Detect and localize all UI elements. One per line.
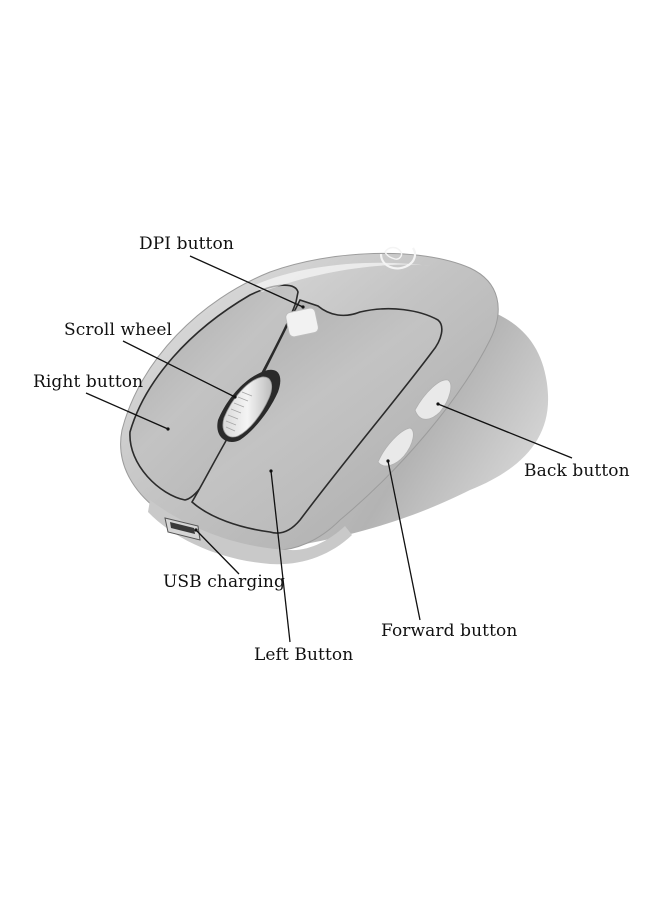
label-right-button: Right button xyxy=(33,372,144,392)
label-scroll-wheel: Scroll wheel xyxy=(64,320,173,340)
label-dpi-button: DPI button xyxy=(139,234,234,254)
scroll-wheel xyxy=(222,376,273,438)
moon-fox-logo xyxy=(379,246,417,270)
label-back-button: Back button xyxy=(524,461,630,481)
usb-port-opening xyxy=(170,522,195,534)
dpi-button xyxy=(285,307,319,338)
label-left-button: Left Button xyxy=(254,645,354,665)
scroll-wheel-ridges xyxy=(225,391,253,432)
label-usb-charging: USB charging xyxy=(163,572,285,592)
label-forward-button: Forward button xyxy=(381,621,518,641)
